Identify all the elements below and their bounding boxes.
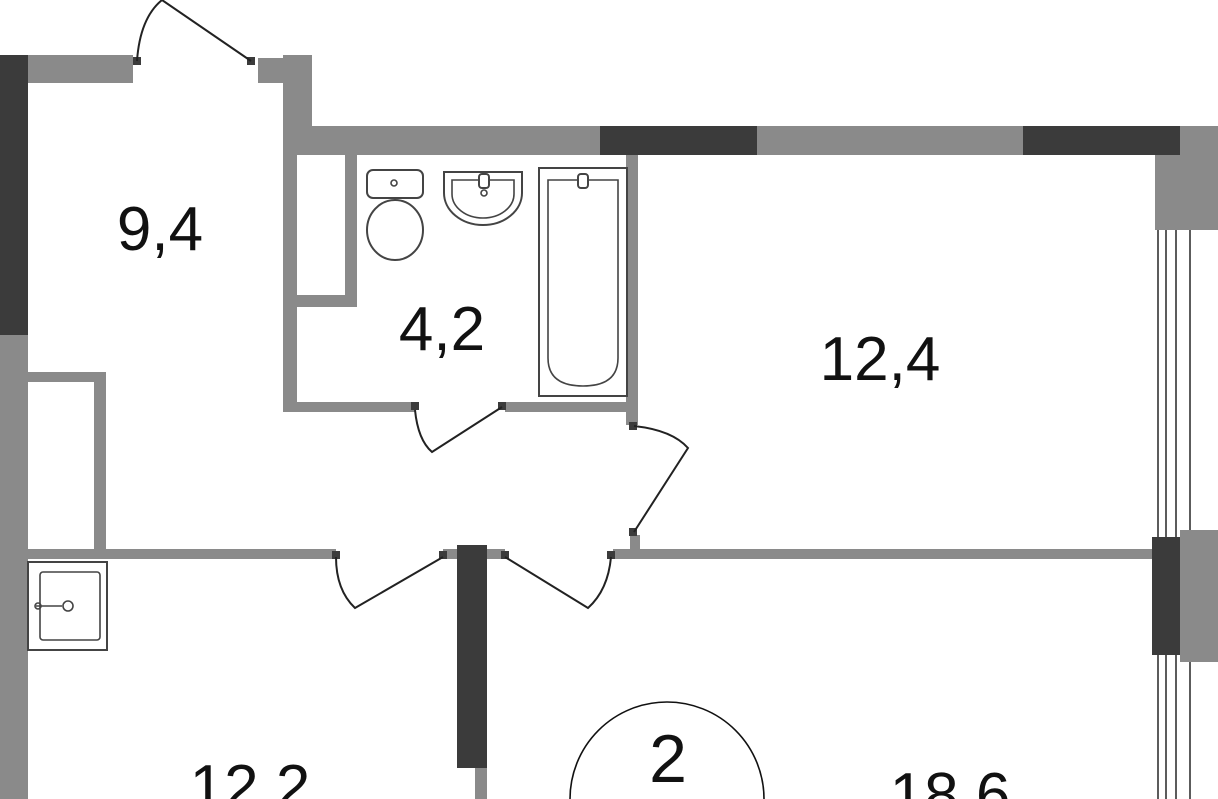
kitchen-sink <box>27 561 108 651</box>
bathtub-inner <box>547 179 619 387</box>
left-wall <box>0 335 28 799</box>
bathtub <box>538 167 628 397</box>
kitchen-faucet-base-icon <box>34 602 42 610</box>
kitchen-door <box>335 556 444 610</box>
right-bearing-pier <box>1152 537 1180 655</box>
partition-lower <box>475 768 487 799</box>
door-jamb <box>629 422 637 430</box>
partition-jamb <box>630 535 640 550</box>
toilet-tank <box>366 169 424 199</box>
floor-badge: 2 <box>569 701 765 799</box>
outer-walls <box>0 55 1218 799</box>
living-room-door <box>504 556 612 610</box>
interior-walls <box>28 372 1152 799</box>
faucet-icon <box>478 173 490 189</box>
door-jamb <box>629 528 637 536</box>
right-pier <box>1180 530 1218 662</box>
bathroom-bottom-wall <box>283 402 415 412</box>
bedroom-door <box>633 425 690 533</box>
room-area-labels: 9,4 4,2 12,4 12,2 18,6 <box>117 195 1010 799</box>
room-area-label: 18,6 <box>890 761 1011 799</box>
entrance-corner-wall <box>283 55 312 155</box>
partition-stub <box>443 549 457 559</box>
door-jamb <box>439 551 447 559</box>
partition-wall-right <box>613 549 1152 559</box>
drain-icon <box>480 189 488 197</box>
bathroom-bottom-wall <box>505 402 628 412</box>
doors <box>136 0 690 610</box>
top-wall <box>312 126 600 155</box>
bathtub-faucet-icon <box>577 173 589 189</box>
bearing-column <box>457 545 487 768</box>
bathroom-walls <box>283 155 638 425</box>
floor-badge-semicircle <box>569 701 765 799</box>
bathtub-outer <box>538 167 628 397</box>
bathroom-door <box>414 406 503 454</box>
window-glazing <box>1157 230 1191 799</box>
toilet <box>366 169 424 261</box>
washbasin-inner <box>451 179 515 219</box>
floor-badge-number: 2 <box>649 721 687 797</box>
partition-stub <box>487 549 505 559</box>
top-wall <box>757 126 1023 155</box>
top-right-corner <box>1180 126 1218 155</box>
top-bearing-wall <box>600 126 757 155</box>
washbasin <box>443 171 523 226</box>
right-wall-top <box>1155 155 1218 230</box>
door-jamb <box>411 402 419 410</box>
door-jamb <box>607 551 615 559</box>
left-bearing-wall <box>0 55 28 335</box>
door-jamb <box>498 402 506 410</box>
kitchen-faucet-head-icon <box>62 600 74 612</box>
entrance-right-stub <box>258 58 283 83</box>
room-area-label: 12,4 <box>820 325 941 394</box>
partition-wall-left <box>28 549 336 559</box>
closet-horizontal-wall <box>297 295 357 307</box>
door-jamb <box>501 551 509 559</box>
room-area-label: 12,2 <box>190 753 311 799</box>
closet-vertical-wall <box>345 155 357 305</box>
room-area-label: 4,2 <box>399 295 485 364</box>
entrance-door <box>136 0 252 62</box>
door-jamb <box>332 551 340 559</box>
room-area-label: 9,4 <box>117 195 203 264</box>
flush-button-icon <box>390 179 398 187</box>
wardrobe-side-wall <box>94 372 106 550</box>
top-bearing-wall <box>1023 126 1180 155</box>
bathroom-left-wall <box>283 155 297 412</box>
entrance-top-wall <box>28 55 133 83</box>
bathroom-right-wall <box>626 155 638 425</box>
toilet-bowl <box>366 199 424 261</box>
wardrobe-top-wall <box>28 372 106 382</box>
